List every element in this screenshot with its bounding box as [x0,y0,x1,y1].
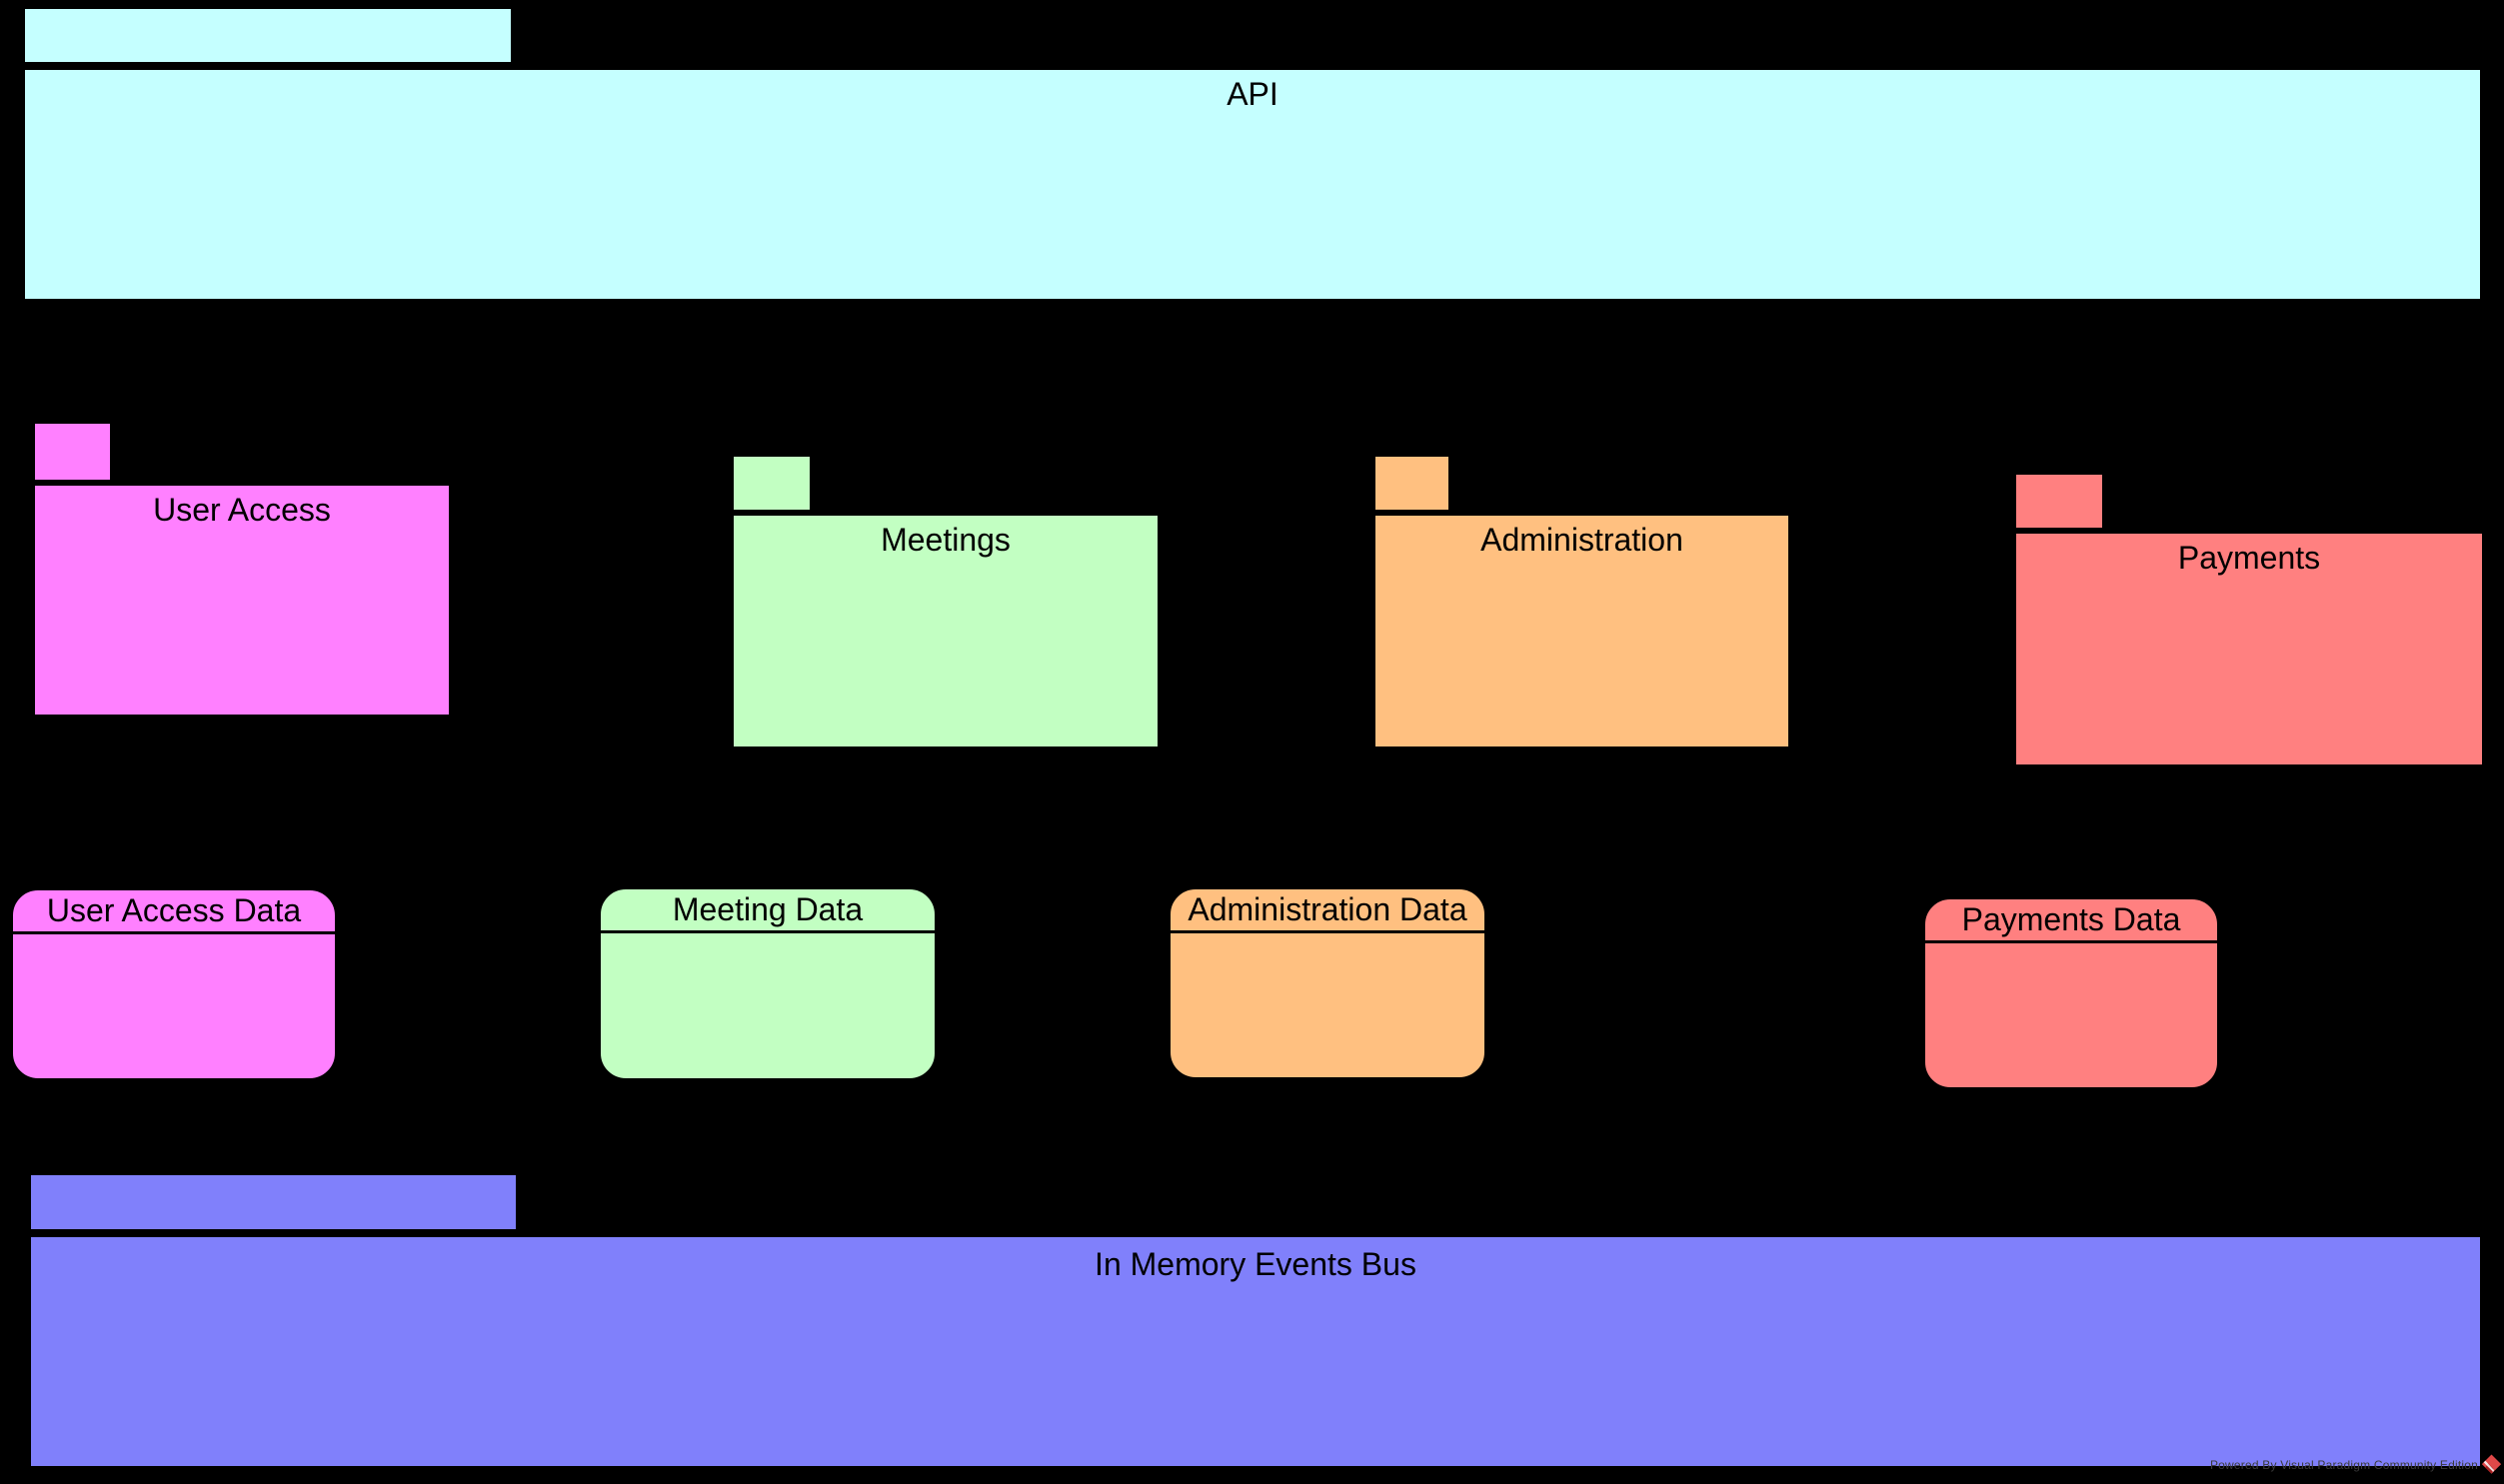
package-api-label: API [1227,76,1278,112]
watermark-text: Powered By Visual Paradigm Community Edi… [2209,1458,2478,1472]
package-user-access-tab [33,422,112,482]
component-administration-data-label: Administration Data [1171,889,1484,933]
component-meeting-data-label: Meeting Data [601,889,935,933]
package-administration-label: Administration [1480,522,1683,558]
package-payments-body: Payments [2014,532,2484,766]
package-administration-body: Administration [1373,514,1790,748]
package-events-bus-body: In Memory Events Bus [29,1235,2482,1468]
package-api-body: API [23,68,2482,301]
package-events-bus-label: In Memory Events Bus [1095,1246,1416,1282]
package-payments-label: Payments [2177,540,2321,576]
package-user-access-label: User Access [153,492,331,528]
watermark: Powered By Visual Paradigm Community Edi… [2210,1452,2502,1478]
visual-paradigm-diamond-icon [2481,1454,2502,1474]
package-user-access-body: User Access [33,484,451,717]
component-user-access-data[interactable]: User Access Data [10,887,338,1081]
package-meetings-label: Meetings [881,522,1011,558]
component-administration-data[interactable]: Administration Data [1168,886,1487,1080]
component-payments-data-label: Payments Data [1925,899,2217,943]
package-events-bus-tab [29,1173,518,1231]
package-meetings-tab [732,455,812,512]
component-user-access-data-label: User Access Data [13,890,335,934]
package-payments-tab [2014,473,2104,530]
package-meetings-body: Meetings [732,514,1160,748]
component-meeting-data[interactable]: Meeting Data [598,886,938,1081]
package-administration-tab [1373,455,1450,512]
component-payments-data[interactable]: Payments Data [1922,896,2220,1090]
package-api-tab [23,7,513,64]
